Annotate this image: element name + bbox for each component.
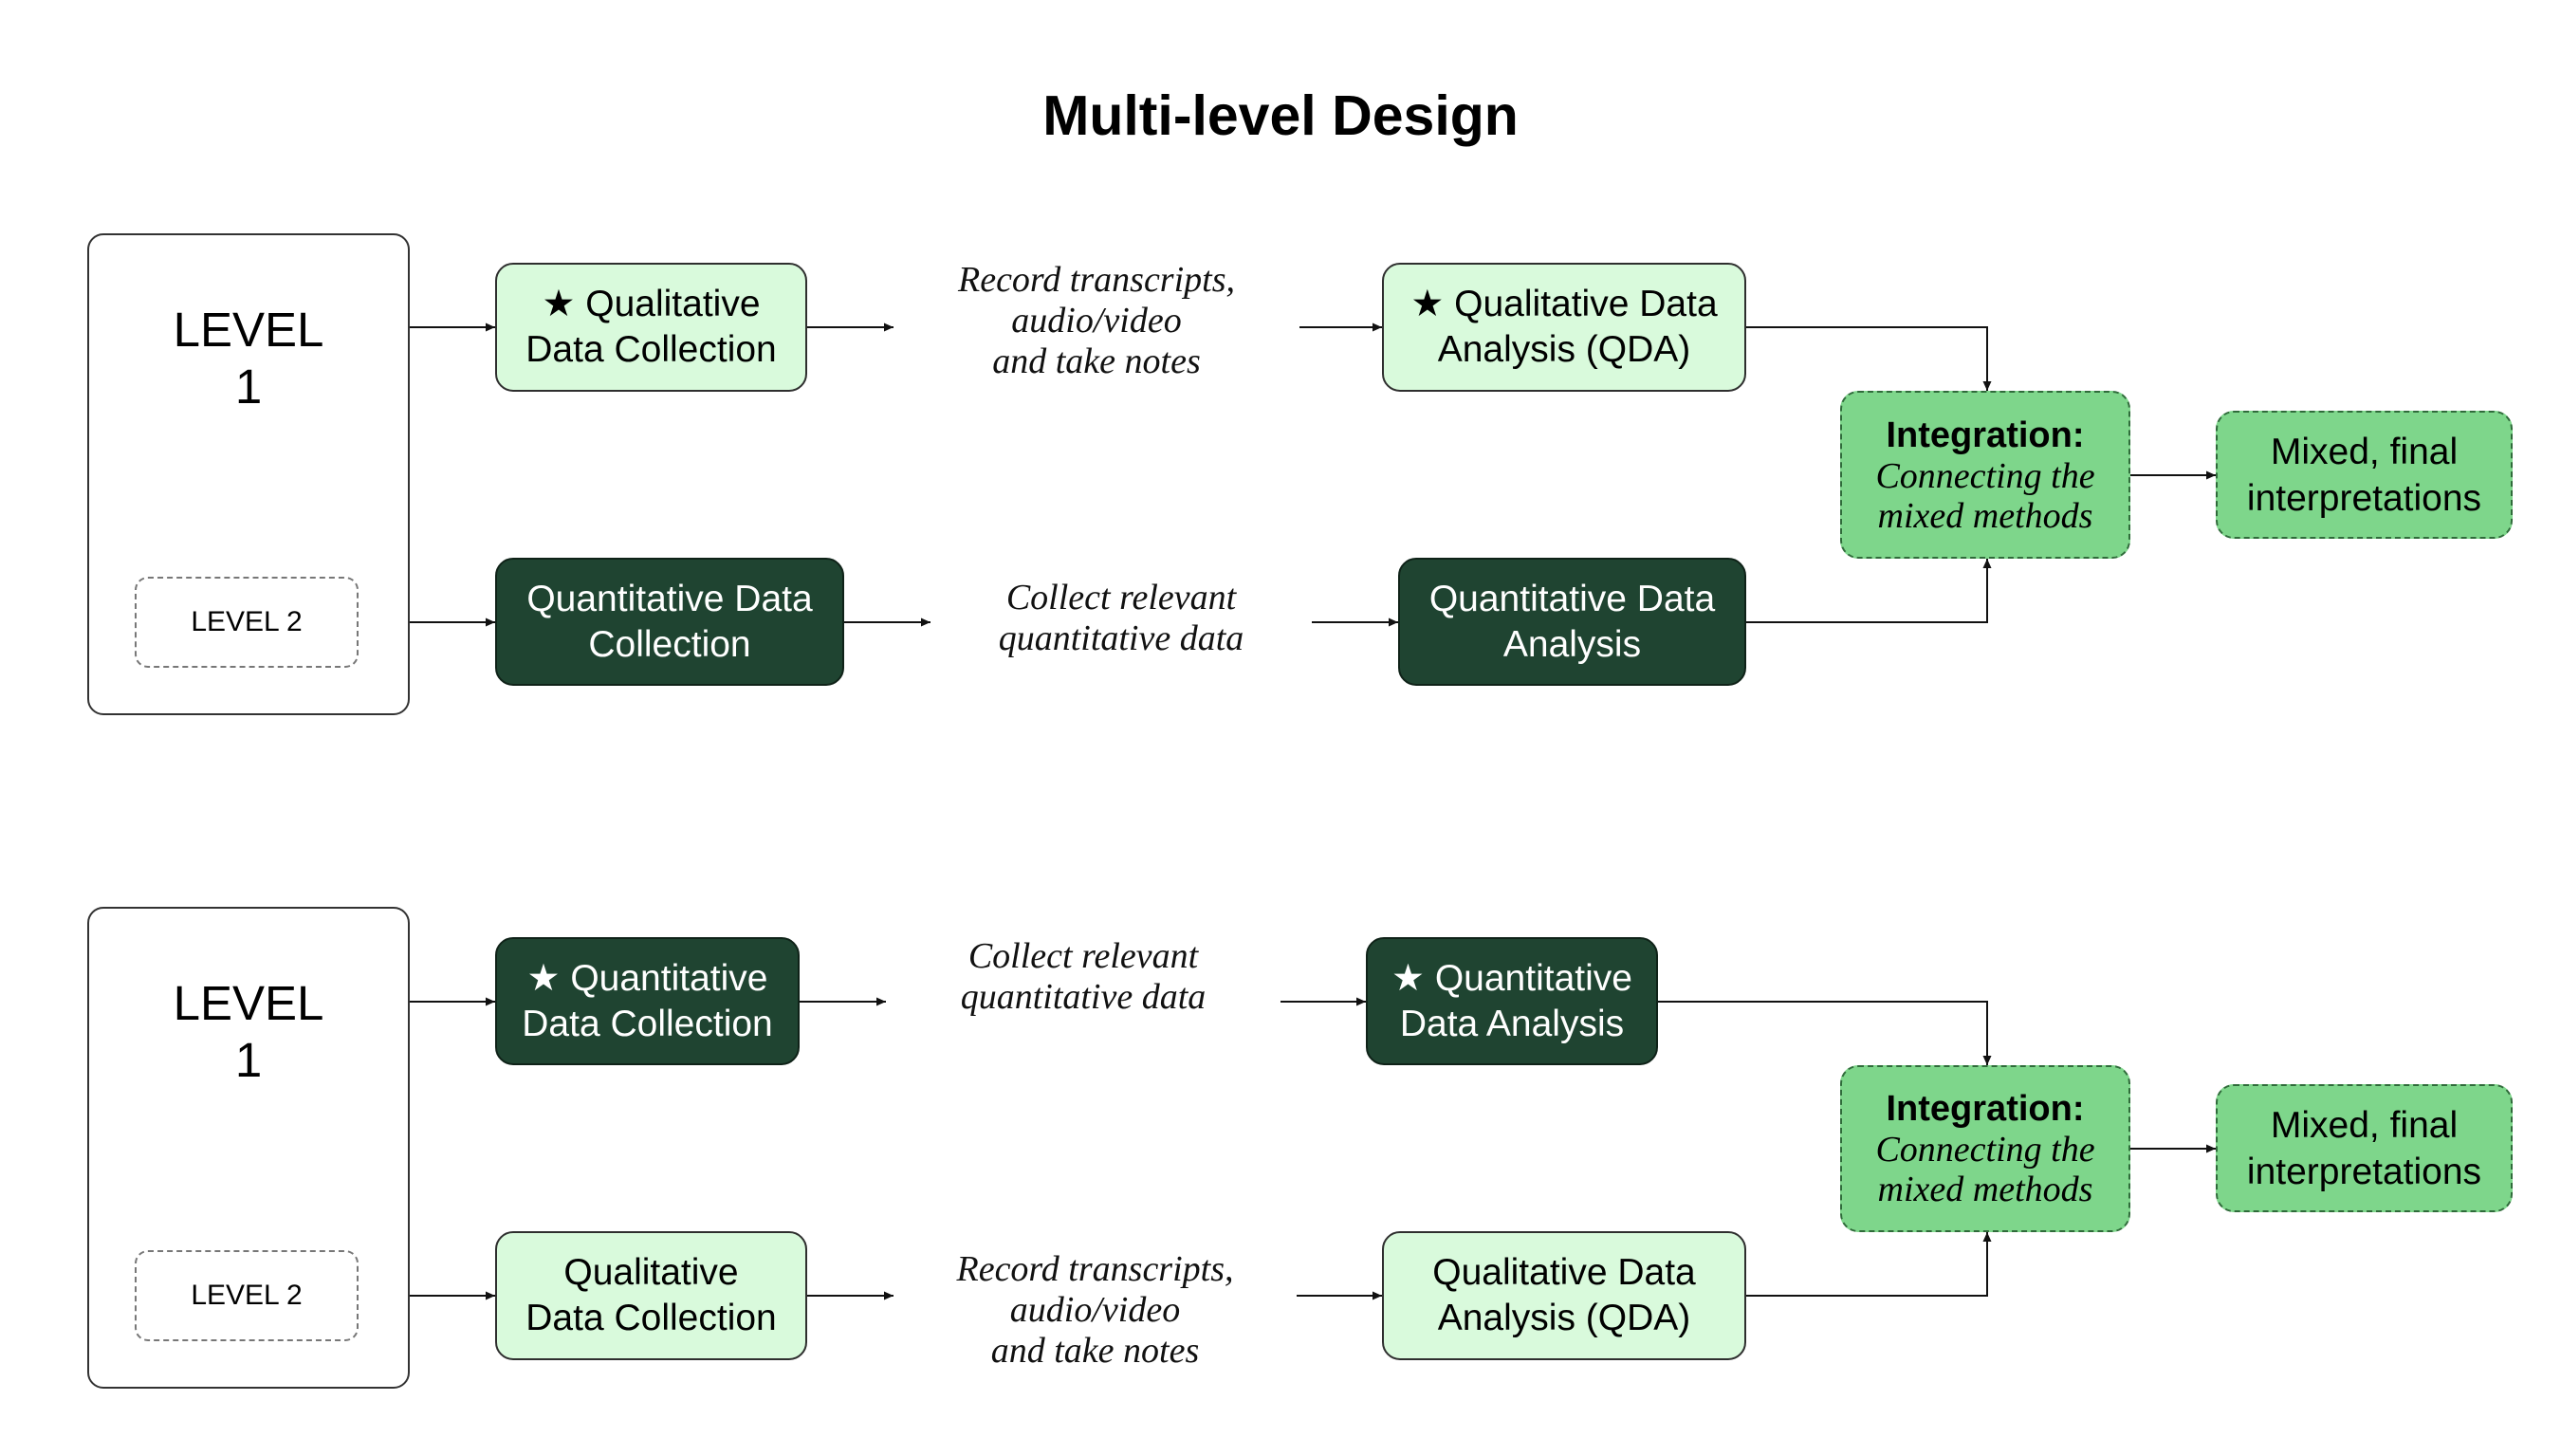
edge-row2-analysis-to-integration: [1746, 1232, 1992, 1297]
integration-node: Integration: Connecting the mixed method…: [1840, 391, 2130, 559]
star-icon: ★: [1410, 284, 1445, 324]
diagram-title: Multi-level Design: [1042, 84, 1519, 147]
collect-quantitative-note: Collect relevant quantitative data: [960, 936, 1207, 1017]
level-1-label: LEVEL 1: [173, 976, 324, 1087]
record-transcripts-note: Record transcripts, audio/video and take…: [956, 1249, 1234, 1371]
quantitative-data-analysis-node: Quantitative Data Analysis: [1398, 558, 1746, 686]
edge-row1-analysis-to-integration: [1658, 1001, 1992, 1065]
level-2-tag: LEVEL 2: [135, 1250, 359, 1341]
qualitative-data-collection-node: Qualitative Data Collection: [495, 1231, 807, 1360]
final-interpretations-node: Mixed, final interpretations: [2216, 1084, 2513, 1212]
level-2-tag: LEVEL 2: [135, 577, 359, 668]
level-1-panel: LEVEL 1 LEVEL 2: [87, 907, 410, 1389]
star-icon: ★: [526, 957, 561, 999]
qualitative-data-analysis-node: Qualitative Data Analysis (QDA): [1382, 1231, 1746, 1360]
level-1-label: LEVEL 1: [173, 303, 324, 414]
record-transcripts-note: Record transcripts, audio/video and take…: [957, 260, 1235, 381]
quantitative-data-analysis-node: ★ Quantitative Data Analysis: [1366, 937, 1658, 1065]
final-interpretations-node: Mixed, final interpretations: [2216, 411, 2513, 539]
quantitative-data-collection-node: Quantitative Data Collection: [495, 558, 844, 686]
star-icon: ★: [542, 284, 576, 324]
collect-quantitative-note: Collect relevant quantitative data: [998, 578, 1244, 658]
quantitative-data-collection-node: ★ Quantitative Data Collection: [495, 937, 800, 1065]
integration-node: Integration: Connecting the mixed method…: [1840, 1065, 2130, 1232]
edge-row2-analysis-to-integration: [1746, 559, 1992, 623]
edge-row1-analysis-to-integration: [1746, 326, 1992, 391]
qualitative-data-collection-node: ★ Qualitative Data Collection: [495, 263, 807, 392]
level-1-panel: LEVEL 1 LEVEL 2: [87, 233, 410, 715]
qualitative-data-analysis-node: ★ Qualitative Data Analysis (QDA): [1382, 263, 1746, 392]
star-icon: ★: [1391, 957, 1425, 999]
